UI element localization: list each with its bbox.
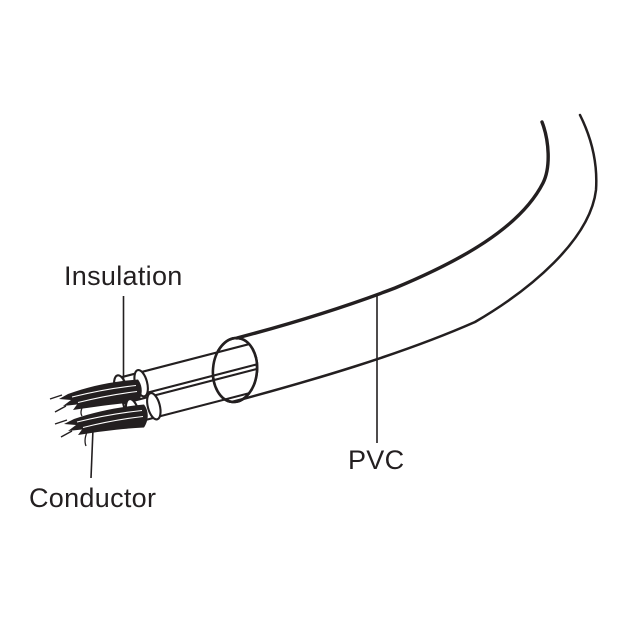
- conductor-label-text: Conductor: [29, 483, 157, 513]
- pvc-jacket-outline-upper: [235, 120, 550, 340]
- pvc-jacket-outline-lower: [230, 113, 598, 404]
- conductor-leader-line: [90, 428, 94, 479]
- insulation-collar-lower-2: [146, 392, 162, 421]
- pvc-label-text: PVC: [348, 445, 405, 475]
- conductor-label: Conductor: [29, 484, 156, 512]
- conductor-strands-upper: [49, 379, 142, 417]
- insulation-label-text: Insulation: [64, 261, 183, 291]
- conductor-strands-lower: [54, 404, 148, 447]
- pvc-jacket-body: [232, 115, 597, 402]
- insulation-label: Insulation: [64, 262, 183, 290]
- pvc-label: PVC: [348, 446, 404, 474]
